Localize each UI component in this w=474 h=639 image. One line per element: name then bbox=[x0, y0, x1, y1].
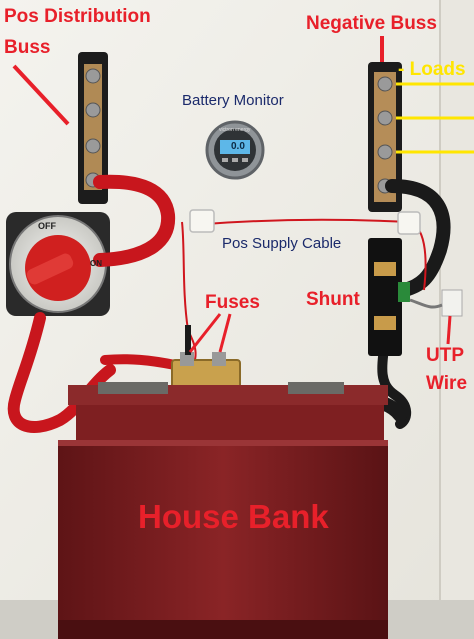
label-battery-monitor: Battery Monitor bbox=[182, 92, 284, 109]
monitor-brand-text: victron energy bbox=[219, 127, 251, 133]
label-shunt: Shunt bbox=[306, 289, 360, 310]
monitor-reading: 0.0 bbox=[231, 141, 245, 152]
switch-off-marking: OFF bbox=[38, 221, 56, 231]
load-lines bbox=[396, 82, 474, 154]
battery-switch bbox=[6, 212, 110, 316]
battery-monitor-device bbox=[205, 120, 265, 180]
label-negative-buss: Negative Buss bbox=[306, 13, 437, 34]
pos-distribution-buss bbox=[78, 52, 108, 204]
label-pos-distribution: Pos Distribution bbox=[4, 6, 151, 27]
shunt-device bbox=[368, 238, 410, 356]
label-house-bank: House Bank bbox=[138, 498, 329, 535]
label-buss: Buss bbox=[4, 37, 51, 58]
label-pos-supply-cable: Pos Supply Cable bbox=[222, 235, 342, 252]
switch-on-marking: ON bbox=[90, 259, 102, 268]
label-loads: - Loads bbox=[398, 59, 466, 80]
label-utp: UTP bbox=[426, 345, 464, 366]
label-wire: Wire bbox=[426, 373, 468, 394]
cable-clips bbox=[189, 209, 421, 235]
utp-wire-jack bbox=[409, 289, 463, 317]
label-fuses: Fuses bbox=[205, 292, 260, 313]
house-bank-battery bbox=[58, 382, 388, 639]
